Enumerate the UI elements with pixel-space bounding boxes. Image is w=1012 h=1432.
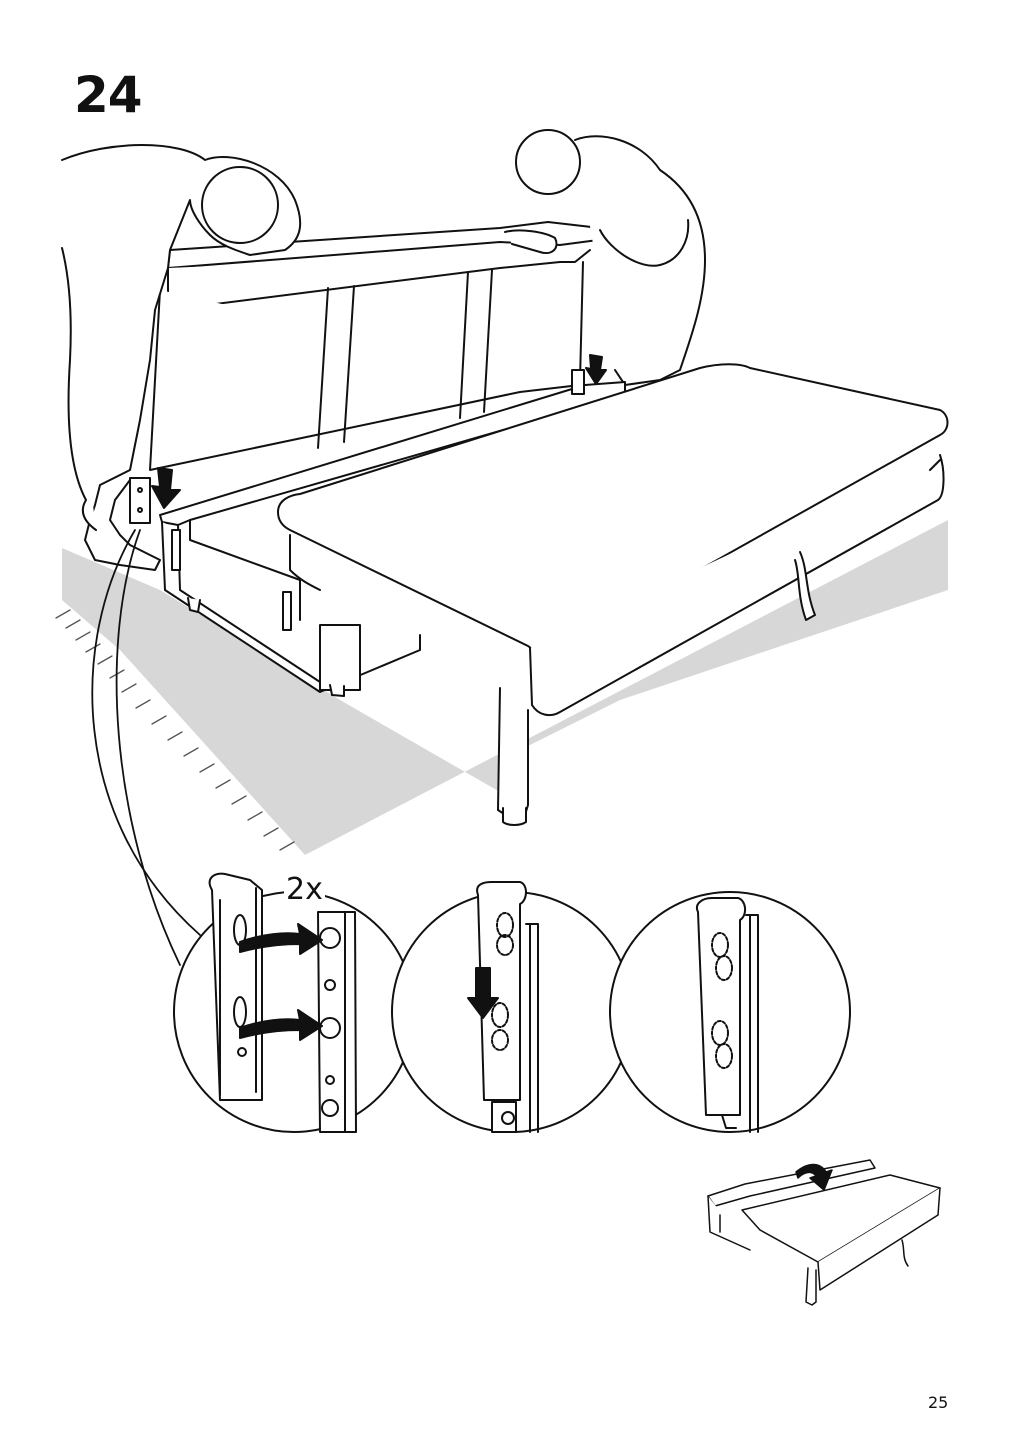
detail-circle-2 (391, 881, 633, 1133)
arrow-thumbnail (795, 1163, 833, 1191)
bracket-left (129, 477, 151, 524)
sofa-backrest (149, 221, 601, 471)
page-number: 25 (928, 1393, 949, 1412)
callout-leader (91, 529, 201, 936)
arrow-down-right (585, 354, 607, 385)
person-right (504, 129, 706, 386)
detail-circle-3 (609, 891, 851, 1133)
floor-rug (62, 520, 948, 855)
sofa-seat-section (277, 363, 949, 826)
arrow-down-detail (467, 967, 499, 1019)
person-left-head (201, 166, 279, 244)
step-number: 24 (74, 66, 143, 124)
detail-circle-1 (173, 872, 415, 1133)
arrow-right-bottom (239, 1009, 323, 1041)
person-right-head (515, 129, 581, 195)
arrow-right-top (239, 923, 323, 955)
sofa-base-frame (159, 381, 626, 697)
quantity-label: 2x (284, 872, 325, 907)
arrow-down-left (151, 467, 181, 509)
person-left (61, 144, 302, 571)
bracket-right (571, 369, 585, 395)
thumbnail-sofa (707, 1159, 941, 1306)
